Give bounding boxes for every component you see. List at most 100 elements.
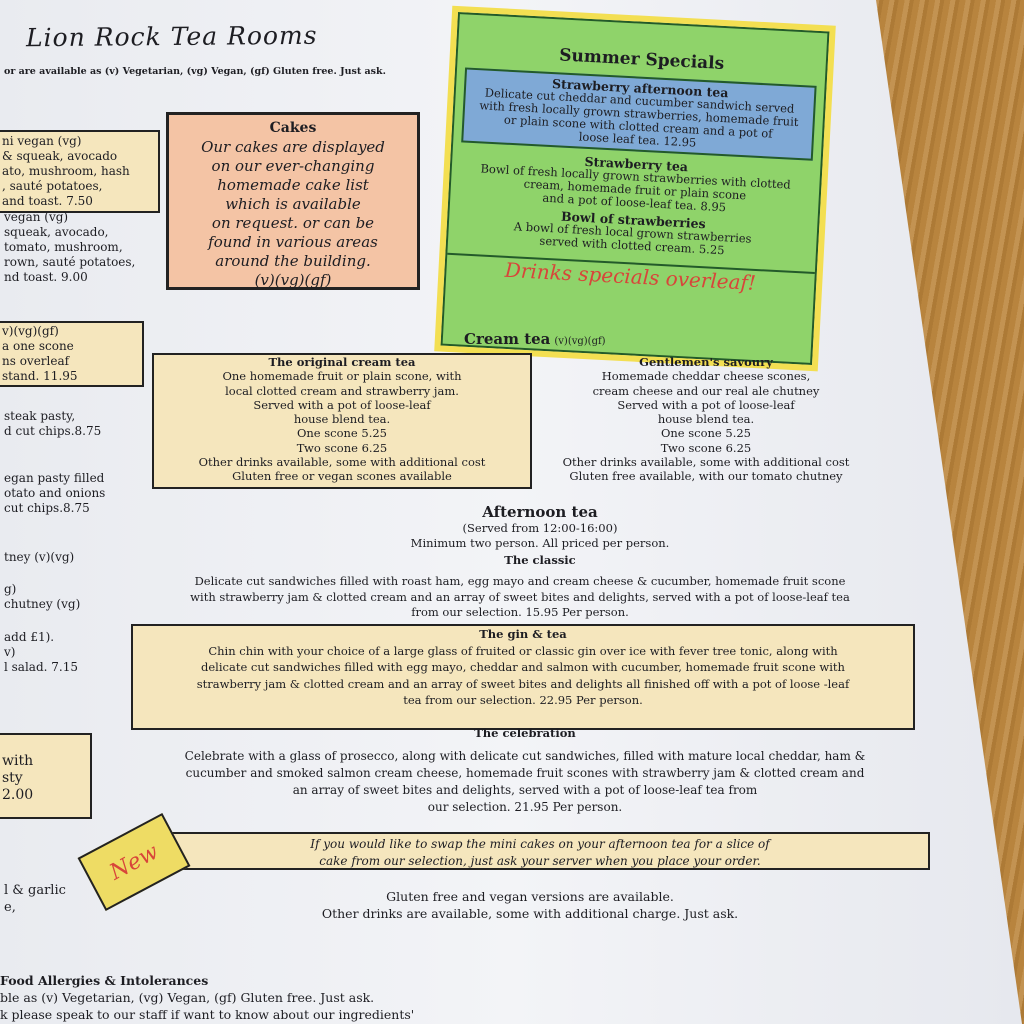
intro-text: (Served from 12:00-16:00)Minimum two per…: [300, 521, 780, 551]
text-line: house blend tea.: [293, 412, 391, 427]
cream-tea-heading: Cream tea (v)(vg)(gf): [464, 332, 606, 349]
text-line: cut chips.8.75: [4, 501, 90, 515]
item-name: The classic: [504, 553, 576, 567]
text-line: cake from our selection, just ask your s…: [319, 854, 761, 868]
text-line: Other drinks available, some with additi…: [198, 455, 486, 470]
text-line: Gluten free and vegan versions are avail…: [386, 889, 674, 904]
text-line: Served with a pot of loose-leaf: [253, 397, 431, 412]
text-line: g): [4, 582, 17, 596]
text-line: which is available: [225, 195, 361, 213]
text-line: Gluten free available, with our tomato c…: [569, 469, 843, 484]
text-line: ns overleaf: [2, 354, 70, 368]
allergies-text: ble as (v) Vegetarian, (vg) Vegan, (gf) …: [0, 989, 414, 1023]
breakfast-vegan-item: vegan (vg)squeak, avocado, tomato, mushr…: [4, 210, 135, 285]
text-line: v)(vg)(gf): [2, 324, 59, 338]
text-line: homemade cake list: [217, 176, 369, 194]
text-line: stand. 11.95: [2, 369, 78, 383]
item-name: The original cream tea: [268, 355, 416, 369]
left-item-6: tney (v)(vg): [4, 550, 74, 565]
text-line: l & garlic: [4, 883, 66, 898]
text-line: One scone 5.25: [296, 426, 388, 441]
celebration: The celebration Celebrate with a glass o…: [140, 725, 910, 816]
text-line: One homemade fruit or plain scone, with: [222, 369, 462, 384]
left-item-7: g) chutney (vg): [4, 582, 80, 612]
text-line: and toast. 7.50: [2, 194, 93, 208]
text-line: tney (v)(vg): [4, 550, 75, 564]
text-line: If you would like to swap the mini cakes…: [310, 837, 770, 851]
text-line: tomato, mushroom,: [4, 240, 123, 254]
text-line: Served with a pot of loose-leaf: [617, 397, 795, 412]
cakes-heading: Cakes: [269, 120, 317, 136]
text-line: v): [4, 645, 16, 659]
text-line: from our selection. 15.95 Per person.: [411, 605, 629, 619]
text-line: Celebrate with a glass of prosecco, alon…: [184, 749, 866, 763]
left-item-8: add £1).v)l salad. 7.15: [4, 630, 78, 675]
text-line: squeak, avocado,: [4, 225, 109, 239]
text-line: (v)(vg)(gf): [254, 271, 332, 289]
text-line: Our cakes are displayed: [201, 138, 385, 156]
strawberry-afternoon-tea-box: Strawberry afternoon tea Delicate cut ch…: [461, 67, 817, 161]
text-line: a one scone: [2, 339, 74, 353]
text-line: strawberry jam & clotted cream and an ar…: [196, 676, 850, 691]
item-name: The gin & tea: [479, 627, 567, 641]
text-line: One scone 5.25: [660, 426, 752, 441]
text-line: delicate cut sandwiches filled with egg …: [201, 660, 845, 674]
text-line: 2.00: [2, 787, 34, 803]
text-line: d cut chips.8.75: [4, 424, 102, 438]
text-line: add £1).: [4, 630, 55, 644]
text-line: our selection. 21.95 Per person.: [427, 800, 623, 814]
text-line: ni vegan (vg): [2, 134, 82, 148]
item-name: Gentlemen's savoury: [639, 355, 773, 369]
text-line: on request. or can be: [211, 214, 375, 232]
allergies-section: Food Allergies & Intolerances ble as (v)…: [0, 972, 414, 1023]
text-line: k please speak to our staff if want to k…: [0, 1007, 415, 1022]
text-line: an array of sweet bites and delights, se…: [292, 783, 758, 797]
original-cream-tea-box: The original cream tea One homemade frui…: [152, 353, 532, 489]
section-title: Afternoon tea: [482, 503, 598, 521]
text-line: & squeak, avocado: [2, 149, 118, 163]
dietary-note: or are available as (v) Vegetarian, (vg)…: [4, 66, 386, 77]
classic-description: Delicate cut sandwiches filled with roas…: [150, 574, 890, 621]
text-line: ble as (v) Vegetarian, (vg) Vegan, (gf) …: [0, 990, 375, 1005]
afternoon-tea-intro: Afternoon tea (Served from 12:00-16:00)M…: [300, 503, 780, 568]
swap-cakes-note: If you would like to swap the mini cakes…: [150, 832, 930, 870]
text-line: rown, sauté potatoes,: [4, 255, 136, 269]
left-item-10: l & garlic e,: [4, 882, 66, 916]
text-line: e,: [4, 900, 16, 915]
text-line: cucumber and smoked salmon cream cheese,…: [185, 766, 865, 780]
gentlemens-savoury: Gentlemen's savoury Homemade cheddar che…: [556, 355, 856, 484]
item-name: The celebration: [474, 726, 576, 740]
text-line: Other drinks are available, some with ad…: [321, 906, 739, 921]
text-line: otato and onions: [4, 486, 106, 500]
section-title: Cream tea: [464, 330, 551, 348]
text-line: with strawberry jam & clotted cream and …: [190, 589, 850, 604]
text-line: Delicate cut sandwiches filled with roas…: [194, 574, 846, 588]
text-line: around the building.: [215, 252, 371, 270]
text-line: cream cheese and our real ale chutney: [592, 383, 820, 398]
steak-pasty-item: steak pasty,d cut chips.8.75: [4, 409, 101, 439]
text-line: nd toast. 9.00: [4, 270, 88, 284]
text-line: ato, mushroom, hash: [2, 164, 130, 178]
text-line: tea from our selection. 22.95 Per person…: [403, 693, 643, 707]
text-line: Chin chin with your choice of a large gl…: [208, 643, 838, 658]
gin-and-tea-box: The gin & tea Chin chin with your choice…: [131, 624, 915, 730]
menu-title: Lion Rock Tea Rooms: [25, 20, 318, 53]
text-line: Gluten free or vegan scones available: [232, 469, 452, 484]
text-line: local clotted cream and strawberry jam.: [225, 383, 459, 398]
text-line: on our ever-changing: [211, 157, 375, 175]
summer-specials-box: Summer Specials Strawberry afternoon tea…: [434, 5, 836, 372]
text-line: with: [2, 753, 34, 769]
afternoon-tea-footer: Gluten free and vegan versions are avail…: [290, 888, 770, 922]
text-line: Minimum two person. All priced per perso…: [410, 536, 670, 550]
text-line: Homemade cheddar cheese scones,: [601, 369, 811, 384]
item-description: Celebrate with a glass of prosecco, alon…: [140, 748, 910, 816]
text-line: (Served from 12:00-16:00): [462, 521, 618, 535]
text-line: Two scone 6.25: [660, 440, 752, 455]
dietary-tags: (v)(vg)(gf): [554, 336, 606, 347]
item-description: Homemade cheddar cheese scones,cream che…: [556, 369, 856, 483]
item-description: Chin chin with your choice of a large gl…: [133, 643, 913, 709]
text-line: Two scone 6.25: [296, 440, 388, 455]
